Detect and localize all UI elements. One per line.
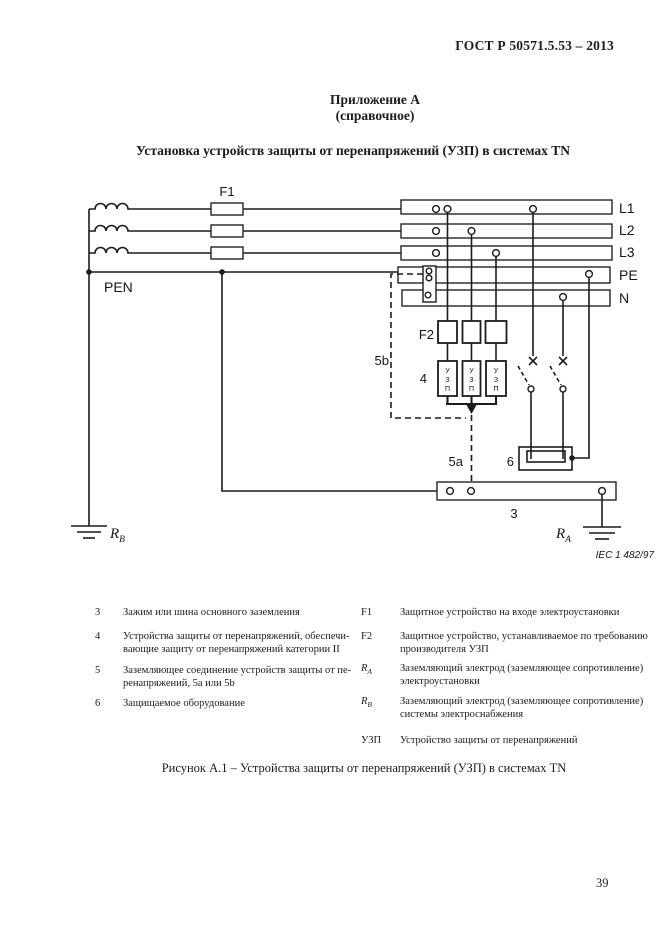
legend-text: Зажим или шина основного заземления [123,607,300,618]
legend-item-5: 5 Заземляющее соединение устройств защит… [95,664,355,690]
legend-key: 4 [95,631,101,642]
rb-subscript: B [119,535,125,545]
annex-heading: Приложение А (справочное) [90,92,660,124]
spd3-letter-z: З [494,377,498,384]
legend-key: 5 [95,665,101,676]
busbar-n-label: N [619,290,629,306]
num6-label: 6 [507,454,514,469]
busbar-terminals [431,204,594,302]
legend-text: Защитное устройство, устанавливаемое по … [400,631,648,642]
legend-text: Заземляющий электрод (заземляющее сопрот… [400,696,644,707]
legend-text: системы электроснабжения [400,709,524,720]
spd2-letter-u: У [469,368,474,375]
disconnect-switch-2 [549,356,568,459]
earth-electrode-rb [71,272,107,539]
legend-text: Заземляющее соединение устройств защиты … [123,665,352,676]
ra-label: RA [555,526,571,545]
spd3-letter-u: У [494,368,499,375]
legend-item-4: 4 Устройства защиты от перенапряжений, о… [95,630,355,656]
num3-label: 3 [510,506,517,521]
legend-text: Защищаемое оборудование [123,698,245,709]
legend-key: 3 [95,607,101,618]
legend-key-subscript: A [367,667,373,677]
ra-subscript: A [564,535,571,545]
pen-split-terminal-box [422,265,437,303]
legend-text: Защитное устройство на входе электроуста… [400,607,620,618]
legend-text: вающие защиту от перенапряжений категори… [123,644,340,655]
busbar-l2-label: L2 [619,222,635,238]
spd3-letter-p: П [493,386,498,393]
spd-units: У З П У З П У З П [437,360,507,397]
fuse-f2-group [437,320,508,361]
transformer-windings [88,202,211,272]
legend-item-6: 6 Защищаемое оборудование [95,697,355,710]
spd1-letter-u: У [445,368,450,375]
protected-equipment-box [518,446,573,471]
pen-conductor [86,269,423,275]
busbar-pe-label: PE [619,267,638,283]
f2-label: F2 [419,327,434,342]
num5a-label: 5a [449,454,464,469]
legend-text: Устройство защиты от перенапряжений [400,735,578,746]
legend-text: Заземляющий электрод (заземляющее сопрот… [400,663,644,674]
annex-title: Приложение А [329,92,421,107]
pen-label: PEN [104,279,133,295]
spd1-letter-z: З [445,377,449,384]
num4-label: 4 [420,371,427,386]
legend-item-f2: F2 Защитное устройство, устанавливаемое … [361,630,648,656]
num5b-label: 5b [375,353,389,368]
legend-key: УЗП [361,735,382,746]
legend-key: 6 [95,698,101,709]
earthing-connection-5b [390,273,466,419]
rb-letter: R [109,526,119,542]
section-title: Установка устройств защиты от перенапряж… [135,143,571,158]
legend-key: RB [361,695,372,711]
legend-item-3: 3 Зажим или шина основного заземления [95,606,355,619]
drop-wires [446,209,590,461]
legend-key: RA [361,662,372,678]
fuse-f1-group [210,202,433,260]
legend-text: Устройства защиты от перенапряжений, обе… [123,631,350,642]
f1-label: F1 [219,184,234,199]
legend-key: F2 [361,631,373,642]
legend-item-uzp: УЗП Устройство защиты от перенапряжений [361,734,631,747]
circuit-diagram: F1 PEN L1 L2 L3 PE N [71,184,655,561]
spd2-letter-z: З [469,377,473,384]
main-earthing-bar [221,272,617,501]
legend-key: F1 [361,607,373,618]
busbars [397,199,613,307]
legend-text: электроустановки [400,676,480,687]
legend-item-f1: F1 Защитное устройство на входе электроу… [361,606,631,619]
spd1-letter-p: П [445,386,450,393]
annex-kind: (справочное) [335,108,415,123]
legend-key-letter: R [361,696,368,707]
legend-text: ренапряжений, 5а или 5b [123,678,235,689]
earth-electrode-ra [583,494,621,540]
spd2-letter-p: П [469,386,474,393]
page-number: 39 [596,876,609,890]
standard-number: ГОСТ Р 50571.5.53 – 2013 [455,38,614,53]
legend-text: производителя УЗП [400,644,489,655]
legend-item-ra: RA Заземляющий электрод (заземляющее соп… [361,662,644,688]
disconnect-switch-1 [517,356,538,459]
legend-key-subscript: B [367,700,373,710]
spd-earth-junction [446,396,498,414]
busbar-l1-label: L1 [619,200,635,216]
rb-label: RB [109,526,125,545]
figure-caption: Рисунок А.1 – Устройства защиты от перен… [161,761,567,775]
iec-figure-number: IEC 1 482/97 [596,550,655,561]
ra-letter: R [555,526,565,542]
legend-key-letter: R [361,663,368,674]
legend-item-rb: RB Заземляющий электрод (заземляющее соп… [361,695,644,721]
busbar-l3-label: L3 [619,244,635,260]
